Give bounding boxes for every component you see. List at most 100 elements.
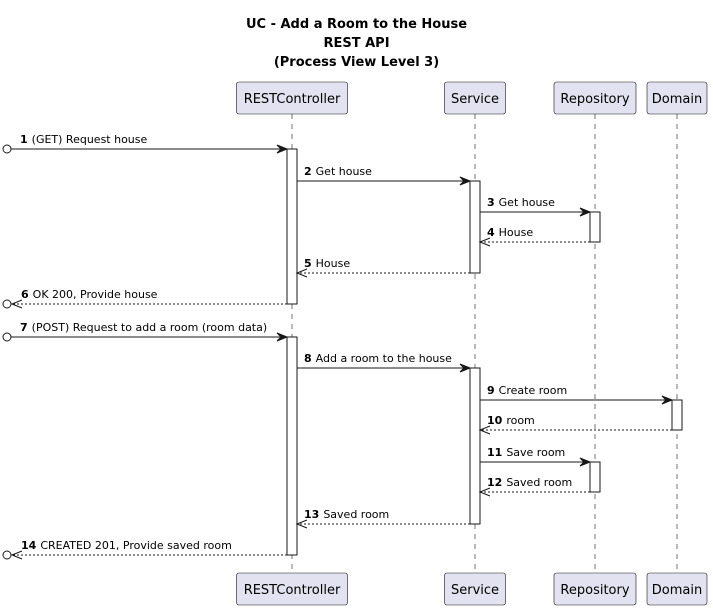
message-number: 2 bbox=[304, 165, 312, 178]
message-number: 13 bbox=[304, 508, 319, 521]
participant-label: Service bbox=[451, 92, 499, 107]
diagram-title-line-2: REST API bbox=[323, 36, 390, 51]
message-label: 6 OK 200, Provide house bbox=[21, 288, 158, 301]
participant-box bbox=[444, 81, 506, 115]
message-label: 9 Create room bbox=[487, 384, 567, 397]
participant-box bbox=[236, 81, 348, 115]
participant-label: Domain bbox=[652, 92, 702, 107]
message-2: 2 Get house bbox=[297, 165, 472, 186]
activation-bar-dom bbox=[671, 399, 683, 431]
message-9: 9 Create room bbox=[480, 384, 674, 405]
arrowhead-open bbox=[295, 268, 308, 278]
message-number: 7 bbox=[20, 321, 28, 334]
arrowhead-open bbox=[10, 550, 23, 560]
participant-label: Repository bbox=[560, 92, 629, 107]
message-text: Saved room bbox=[506, 476, 572, 489]
participant-label: Repository bbox=[560, 583, 629, 598]
participant-rc-head: RESTController bbox=[236, 81, 348, 115]
message-label: 3 Get house bbox=[487, 196, 555, 209]
message-text: Add a room to the house bbox=[316, 352, 452, 365]
participant-label: RESTController bbox=[244, 92, 341, 107]
message-label: 12 Saved room bbox=[487, 476, 572, 489]
participant-box bbox=[646, 572, 708, 606]
activation-bar-svc bbox=[469, 180, 481, 274]
arrowhead-open bbox=[295, 519, 308, 529]
message-4: 4 House bbox=[478, 226, 590, 247]
arrowhead-filled bbox=[459, 363, 472, 373]
participant-label: Service bbox=[451, 583, 499, 598]
participant-box bbox=[646, 81, 708, 115]
message-number: 6 bbox=[21, 288, 29, 301]
arrowhead-open bbox=[478, 425, 491, 435]
message-number: 4 bbox=[487, 226, 495, 239]
arrowhead-filled bbox=[579, 457, 592, 467]
message-text: OK 200, Provide house bbox=[33, 288, 158, 301]
message-3: 3 Get house bbox=[480, 196, 592, 217]
message-text: (POST) Request to add a room (room data) bbox=[32, 321, 268, 334]
participant-dom-foot: Domain bbox=[646, 572, 708, 606]
message-12: 12 Saved room bbox=[478, 476, 590, 497]
message-13: 13 Saved room bbox=[295, 508, 470, 529]
message-number: 3 bbox=[487, 196, 495, 209]
external-endpoint-circle bbox=[2, 332, 12, 342]
participant-repo-foot: Repository bbox=[553, 572, 637, 606]
arrowhead-filled bbox=[579, 207, 592, 217]
message-number: 5 bbox=[304, 257, 312, 270]
arrowhead-filled bbox=[459, 176, 472, 186]
message-5: 5 House bbox=[295, 257, 470, 278]
arrowhead-open bbox=[478, 237, 491, 247]
arrowhead-open bbox=[10, 299, 23, 309]
message-text: House bbox=[316, 257, 351, 270]
participant-box bbox=[444, 572, 506, 606]
diagram-title-line-3: (Process View Level 3) bbox=[273, 55, 440, 70]
activation-bar-svc bbox=[469, 367, 481, 525]
activation-bar-rc bbox=[286, 336, 298, 556]
participant-box bbox=[553, 81, 637, 115]
message-text: Get house bbox=[316, 165, 373, 178]
participant-rc-foot: RESTController bbox=[236, 572, 348, 606]
message-number: 12 bbox=[487, 476, 502, 489]
message-number: 9 bbox=[487, 384, 495, 397]
arrowhead-filled bbox=[661, 395, 674, 405]
message-number: 14 bbox=[21, 539, 37, 552]
participant-svc-foot: Service bbox=[444, 572, 506, 606]
message-number: 10 bbox=[487, 414, 503, 427]
message-label: 7 (POST) Request to add a room (room data… bbox=[20, 321, 267, 334]
activation-bar-repo bbox=[589, 211, 601, 243]
message-text: House bbox=[499, 226, 534, 239]
message-text: (GET) Request house bbox=[32, 133, 148, 146]
message-text: Get house bbox=[499, 196, 556, 209]
external-endpoint-circle bbox=[2, 299, 12, 309]
participant-dom-head: Domain bbox=[646, 81, 708, 115]
message-label: 1 (GET) Request house bbox=[20, 133, 148, 146]
participant-box bbox=[553, 572, 637, 606]
message-text: Create room bbox=[499, 384, 568, 397]
diagram-title-line-1: UC - Add a Room to the House bbox=[245, 17, 468, 32]
external-endpoint-circle bbox=[2, 550, 12, 560]
arrowhead-filled bbox=[276, 144, 289, 154]
message-label: 5 House bbox=[304, 257, 350, 270]
message-text: Saved room bbox=[323, 508, 389, 521]
message-text: Save room bbox=[506, 446, 565, 459]
activation-bar-repo bbox=[589, 461, 601, 493]
message-6: 6 OK 200, Provide house bbox=[2, 288, 287, 309]
message-number: 1 bbox=[20, 133, 28, 146]
arrowhead-filled bbox=[276, 332, 289, 342]
participant-box bbox=[236, 572, 348, 606]
message-number: 11 bbox=[487, 446, 502, 459]
message-label: 2 Get house bbox=[304, 165, 372, 178]
message-label: 13 Saved room bbox=[304, 508, 389, 521]
activation-bar-rc bbox=[286, 148, 298, 305]
participant-repo-head: Repository bbox=[553, 81, 637, 115]
arrowhead-open bbox=[478, 487, 491, 497]
participant-svc-head: Service bbox=[444, 81, 506, 115]
message-1: 1 (GET) Request house bbox=[2, 133, 289, 154]
message-text: CREATED 201, Provide saved room bbox=[40, 539, 232, 552]
